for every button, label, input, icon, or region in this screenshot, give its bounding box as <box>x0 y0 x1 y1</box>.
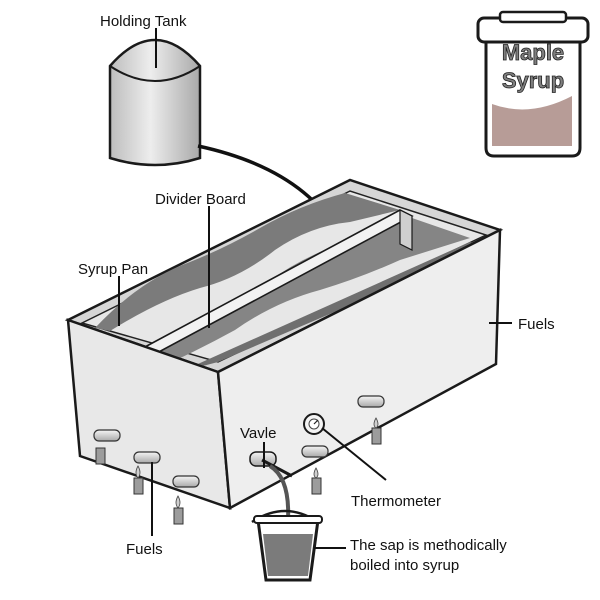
label-holding-tank: Holding Tank <box>100 13 187 30</box>
burner-pipe <box>133 451 161 495</box>
thermometer-gauge <box>303 413 325 435</box>
divider-board-end <box>399 209 413 251</box>
holding-tank <box>108 38 202 167</box>
label-divider-board: Divider Board <box>155 191 246 208</box>
evaporator-pan <box>64 178 504 511</box>
divider-section-liquid <box>150 218 470 372</box>
leader-thermometer <box>321 427 387 481</box>
label-fuels-right: Fuels <box>518 316 555 333</box>
label-sap-line-2: boiled into syrup <box>350 557 459 574</box>
jar-label-maple: Maple <box>502 40 564 65</box>
label-syrup-pan: Syrup Pan <box>78 261 148 278</box>
label-fuels-left: Fuels <box>126 541 163 558</box>
burner-pipe <box>93 429 121 465</box>
holding-tank-rim <box>109 65 201 82</box>
jar-syrup-fill <box>492 96 572 146</box>
sap-stream <box>268 464 291 521</box>
syrup-pan-liquid <box>95 193 400 331</box>
maple-syrup-jar: Maple Syrup <box>476 10 590 158</box>
label-sap-line-1: The sap is methodically <box>350 537 507 554</box>
valve-handle <box>261 458 293 478</box>
valve <box>249 451 293 521</box>
burner-pipes-front <box>93 395 385 525</box>
label-thermometer: Thermometer <box>351 493 441 510</box>
jar-label-syrup: Syrup <box>502 68 564 93</box>
label-valve: Vavle <box>240 425 276 442</box>
leader-lines <box>118 28 512 549</box>
collection-bucket <box>251 509 323 582</box>
pan-side-wall <box>216 227 502 511</box>
burner-pipe <box>357 395 385 445</box>
bucket-syrup <box>263 534 313 576</box>
bucket-rim <box>253 515 323 524</box>
burner-pipe <box>301 445 329 495</box>
burner-pipe <box>172 475 200 525</box>
jar-lid-top <box>498 10 568 24</box>
